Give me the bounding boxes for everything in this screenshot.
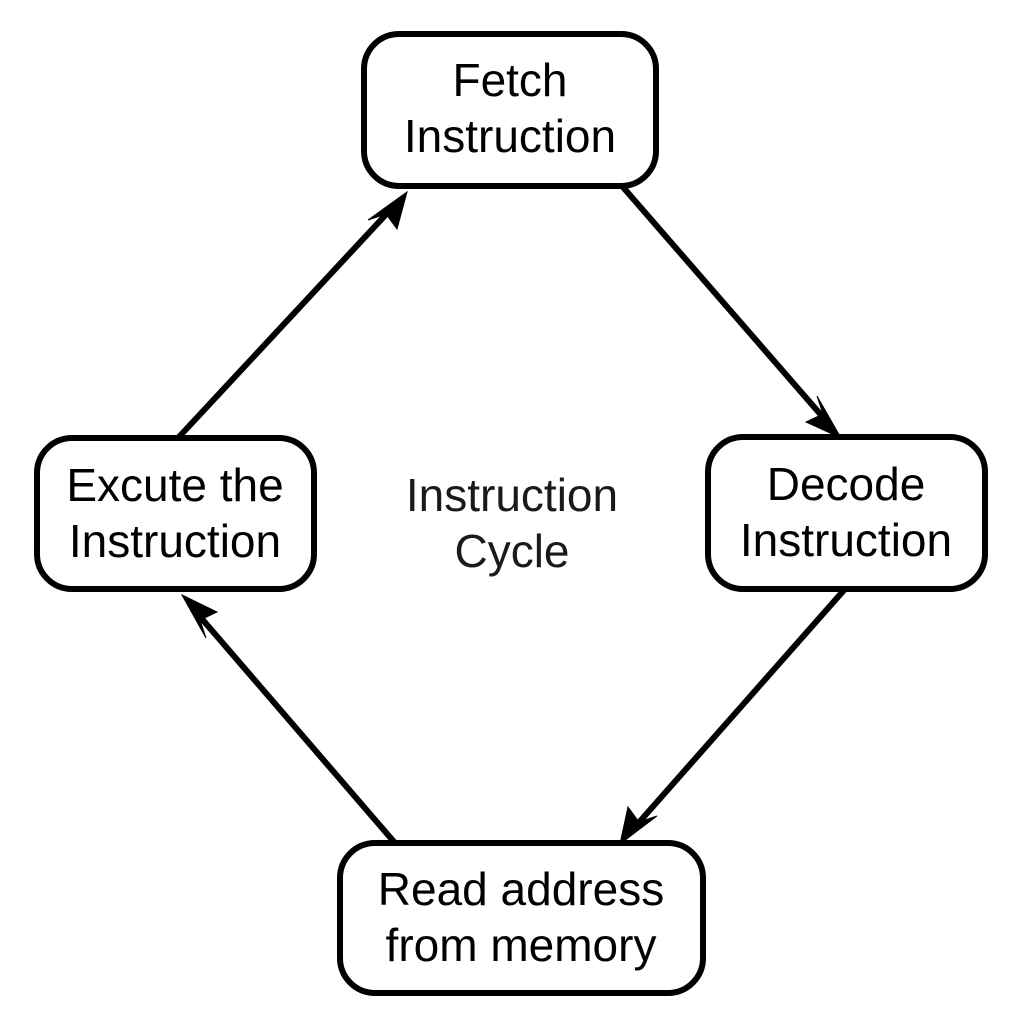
node-excute-the-instruction-box[interactable] [34, 435, 317, 592]
node-fetch-instruction-label-line2: Instruction [404, 110, 616, 162]
edge-excute-to-fetch-line [175, 205, 395, 441]
node-excute-the-instruction[interactable]: Excute the Instruction [34, 435, 317, 592]
node-decode-instruction-box[interactable] [705, 434, 988, 592]
node-read-address-from-memory[interactable]: Read address from memory [337, 840, 706, 996]
node-excute-the-instruction-label-line1: Excute the [66, 459, 283, 511]
node-fetch-instruction-label-line1: Fetch [452, 54, 567, 106]
node-decode-instruction-label-line2: Instruction [740, 514, 952, 566]
edge-decode-to-read-arrowhead [619, 805, 658, 846]
node-fetch-instruction-box[interactable] [361, 31, 659, 189]
edge-fetch-to-decode-line [619, 184, 831, 425]
edge-fetch-to-decode-arrowhead [804, 395, 843, 440]
edge-decode-to-read-line [631, 587, 848, 830]
node-read-address-from-memory-box[interactable] [337, 840, 706, 996]
edge-read-to-excute-arrowhead [180, 593, 219, 639]
center-label-line1: Instruction [406, 469, 618, 521]
node-decode-instruction-label-line1: Decode [767, 458, 926, 510]
edge-fetch-to-decode [619, 184, 843, 440]
center-label-instruction-cycle: Instruction Cycle [406, 469, 618, 577]
edge-excute-to-fetch [175, 190, 408, 441]
node-read-address-from-memory-label-line1: Read address [378, 863, 664, 915]
node-fetch-instruction[interactable]: Fetch Instruction [361, 31, 659, 189]
center-label-line2: Cycle [454, 525, 569, 577]
edge-read-to-excute [180, 593, 398, 845]
edge-decode-to-read [619, 587, 848, 846]
node-excute-the-instruction-label-line2: Instruction [69, 515, 281, 567]
edge-read-to-excute-line [193, 610, 398, 845]
node-read-address-from-memory-label-line2: from memory [386, 919, 657, 971]
node-decode-instruction[interactable]: Decode Instruction [705, 434, 988, 592]
edge-excute-to-fetch-arrowhead [367, 190, 408, 231]
